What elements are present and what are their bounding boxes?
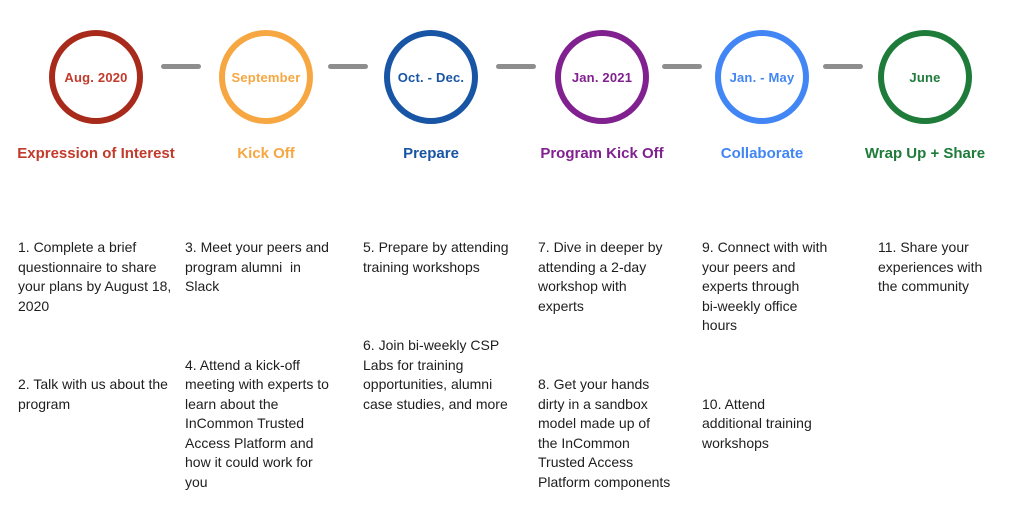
step-date: June [909, 69, 941, 85]
connector-line [496, 64, 536, 69]
step-item: 6. Join bi-weekly CSP Labs for training … [363, 337, 508, 412]
step-circle: Oct. - Dec. [384, 30, 478, 124]
step-title: Wrap Up + Share [864, 145, 986, 162]
connector-line [823, 64, 863, 69]
step-items: 9. Connect with with your peers and expe… [702, 199, 827, 492]
step-item: 8. Get your hands dirty in a sandbox mod… [538, 376, 671, 490]
step-date: Aug. 2020 [64, 69, 128, 85]
step-date: Jan. - May [729, 69, 795, 85]
timeline-step-kick-off: September Kick Off 3. Meet your peers an… [184, 0, 348, 531]
step-item: 10. Attend additional training workshops [702, 395, 812, 451]
step-title: Prepare [403, 145, 459, 162]
step-circle: Jan. - May [715, 30, 809, 124]
step-item: 7. Dive in deeper by attending a 2-day w… [538, 239, 663, 314]
step-items: 7. Dive in deeper by attending a 2-day w… [538, 199, 670, 531]
timeline-step-expression-of-interest: Aug. 2020 Expression of Interest 1. Comp… [8, 0, 184, 531]
step-circle: June [878, 30, 972, 124]
connector-line [161, 64, 201, 69]
step-items: 5. Prepare by attending training worksho… [363, 199, 509, 453]
step-title: Program Kick Off [540, 145, 664, 162]
step-circle: Aug. 2020 [49, 30, 143, 124]
timeline-step-collaborate: Jan. - May Collaborate 9. Connect with w… [690, 0, 834, 531]
step-item: 3. Meet your peers and program alumni in… [185, 239, 329, 294]
step-items: 1. Complete a brief questionnaire to sha… [18, 199, 171, 453]
step-date: September [231, 69, 301, 85]
step-date: Oct. - Dec. [397, 69, 465, 85]
step-item: 11. Share your experiences with the comm… [878, 239, 983, 294]
step-item: 5. Prepare by attending training worksho… [363, 239, 509, 275]
step-items: 3. Meet your peers and program alumni in… [185, 199, 329, 531]
connector-line [328, 64, 368, 69]
timeline-step-prepare: Oct. - Dec. Prepare 5. Prepare by attend… [348, 0, 514, 531]
connector-line [662, 64, 702, 69]
timeline-step-wrap-up-share: June Wrap Up + Share 11. Share your expe… [834, 0, 1016, 531]
step-item: 2. Talk with us about the program [18, 376, 168, 412]
step-title: Expression of Interest [17, 145, 175, 162]
step-item: 1. Complete a brief questionnaire to sha… [18, 239, 172, 314]
step-items: 11. Share your experiences with the comm… [878, 199, 982, 336]
step-title: Collaborate [720, 145, 804, 162]
step-date: Jan. 2021 [571, 69, 633, 85]
step-title: Kick Off [237, 145, 295, 162]
timeline-step-program-kick-off: Jan. 2021 Program Kick Off 7. Dive in de… [514, 0, 690, 531]
step-circle: Jan. 2021 [555, 30, 649, 124]
step-item: 9. Connect with with your peers and expe… [702, 239, 828, 333]
step-circle: September [219, 30, 313, 124]
step-item: 4. Attend a kick-off meeting with expert… [185, 356, 329, 490]
